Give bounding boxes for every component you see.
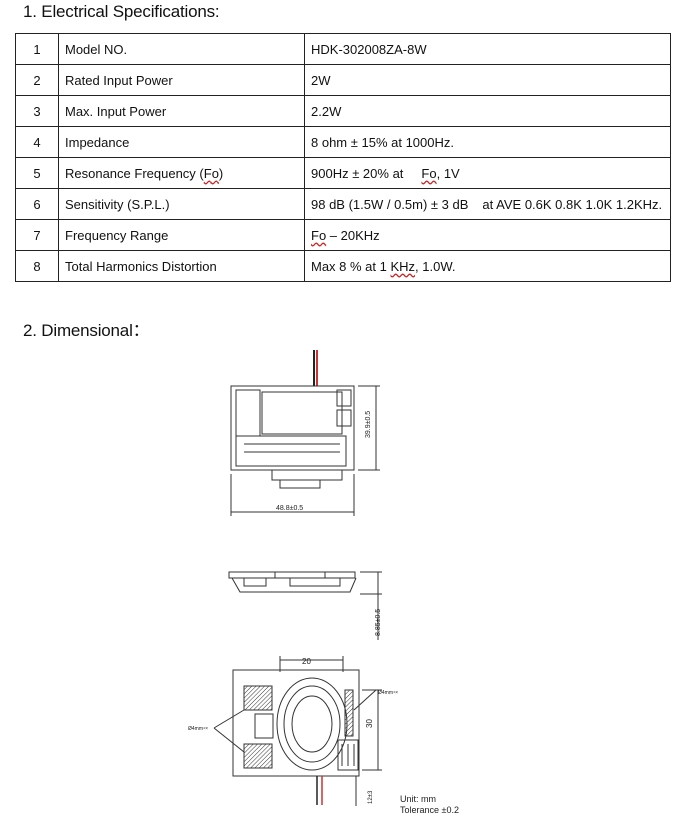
param-cell: Max. Input Power — [58, 95, 305, 127]
row-number: 7 — [15, 219, 59, 251]
side-view — [228, 571, 382, 640]
dim-height-label: 39.9±0.5 — [365, 411, 372, 438]
param-cell: Total Harmonics Distortion — [58, 250, 305, 282]
dimensional-drawing: 39.9±0.5 48.8±0.5 8.85±0.5 — [188, 350, 459, 815]
param-cell: Model NO. — [58, 33, 305, 65]
value-cell: Fo – 20KHz — [304, 219, 671, 251]
section-title-dimensional: 2. Dimensional： — [23, 321, 150, 340]
table-row: 5 Resonance Frequency (Fo) 900Hz ± 20% a… — [15, 157, 671, 189]
table-row: 8 Total Harmonics Distortion Max 8 % at … — [15, 250, 671, 282]
tolerance-note: Tolerance ±0.2 — [400, 805, 459, 815]
value-text: , 1.0W. — [415, 258, 456, 274]
table-row: 3 Max. Input Power 2.2W — [15, 95, 671, 127]
section-title-electrical: 1. Electrical Specifications: — [23, 2, 220, 21]
spellcheck-word: Fo — [203, 165, 219, 181]
dim-width-label: 48.8±0.5 — [276, 505, 303, 512]
value-text: 98 dB (1.5W / 0.5m) ± 3 dB — [311, 196, 469, 212]
param-cell: Resonance Frequency (Fo) — [58, 157, 305, 189]
param-cell: Frequency Range — [58, 219, 305, 251]
row-number: 6 — [15, 188, 59, 220]
dim-right-label: 30 — [365, 719, 374, 728]
spellcheck-word: Fo — [311, 227, 327, 243]
value-cell: 8 ohm ± 15% at 1000Hz. — [304, 126, 671, 158]
spellcheck-word: KHz — [390, 258, 416, 274]
value-cell: Max 8 % at 1 KHz, 1.0W. — [304, 250, 671, 282]
param-cell: Impedance — [58, 126, 305, 158]
spec-table: 1 Model NO. HDK-302008ZA-8W 2 Rated Inpu… — [15, 33, 671, 282]
table-row: 2 Rated Input Power 2W — [15, 64, 671, 96]
top-view — [230, 350, 380, 516]
spellcheck-word: Fo — [421, 165, 437, 181]
value-text: Max 8 % at 1 — [311, 258, 391, 274]
bottom-view — [213, 656, 382, 806]
value-text: at AVE 0.6K 0.8K 1.0K 1.2KHz. — [482, 196, 663, 212]
pad-note-left: Ø4mm⁴× — [188, 726, 208, 732]
param-text: ) — [218, 165, 224, 181]
value-text: 900Hz ± 20% at — [311, 165, 404, 181]
param-cell: Sensitivity (S.P.L.) — [58, 188, 305, 220]
value-text: , 1V — [436, 165, 460, 181]
value-cell: 2W — [304, 64, 671, 96]
value-text: – 20KHz — [326, 227, 380, 243]
value-cell: HDK-302008ZA-8W — [304, 33, 671, 65]
table-row: 6 Sensitivity (S.P.L.) 98 dB (1.5W / 0.5… — [15, 188, 671, 220]
table-row: 1 Model NO. HDK-302008ZA-8W — [15, 33, 671, 65]
dim-top-label: 20 — [302, 657, 311, 666]
row-number: 4 — [15, 126, 59, 158]
row-number: 1 — [15, 33, 59, 65]
table-row: 4 Impedance 8 ohm ± 15% at 1000Hz. — [15, 126, 671, 158]
row-number: 3 — [15, 95, 59, 127]
value-cell: 2.2W — [304, 95, 671, 127]
table-row: 7 Frequency Range Fo – 20KHz — [15, 219, 671, 251]
dim-wire-label: 12±3 — [368, 790, 374, 804]
pad-note-right: Ø4mm⁴× — [378, 690, 398, 696]
dim-thickness-label: 8.85±0.5 — [375, 609, 382, 636]
row-number: 8 — [15, 250, 59, 282]
row-number: 5 — [15, 157, 59, 189]
param-text: Resonance Frequency ( — [65, 165, 204, 181]
param-cell: Rated Input Power — [58, 64, 305, 96]
unit-note: Unit: mm — [400, 794, 436, 804]
value-cell: 98 dB (1.5W / 0.5m) ± 3 dB at AVE 0.6K 0.… — [304, 188, 671, 220]
row-number: 2 — [15, 64, 59, 96]
value-cell: 900Hz ± 20% at Fo, 1V — [304, 157, 671, 189]
